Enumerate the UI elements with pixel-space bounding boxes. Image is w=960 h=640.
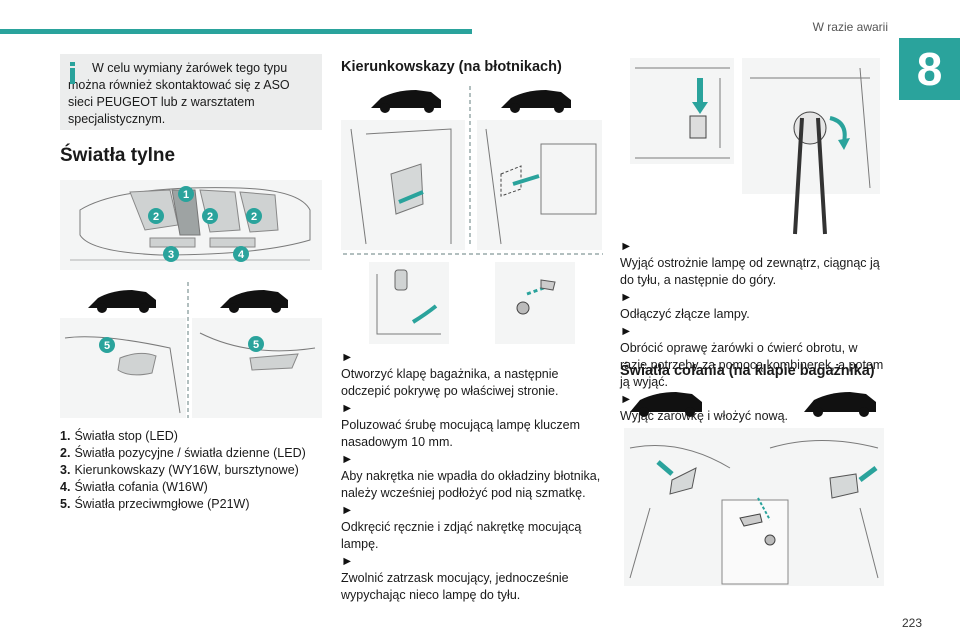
badge-2b: 2 bbox=[202, 208, 218, 224]
bulb-holder-illustration bbox=[630, 58, 880, 235]
svg-text:1: 1 bbox=[183, 189, 189, 201]
svg-text:2: 2 bbox=[153, 211, 159, 223]
car-silhouette-icon bbox=[88, 290, 156, 313]
header-accent-bar bbox=[0, 29, 472, 34]
badge-3: 3 bbox=[163, 246, 179, 262]
svg-text:3: 3 bbox=[168, 249, 174, 261]
step-text: ►Poluzować śrubę mocującą lampę kluczem … bbox=[341, 401, 580, 449]
indicator-steps: ►Otworzyć klapę bagażnika, a następnie o… bbox=[341, 349, 606, 604]
badge-2a: 2 bbox=[148, 208, 164, 224]
car-silhouette-icon bbox=[804, 392, 876, 417]
svg-text:2: 2 bbox=[251, 211, 257, 223]
badge-5a: 5 bbox=[99, 337, 115, 353]
badge-4: 4 bbox=[233, 246, 249, 262]
list-item: 4.Światła cofania (W16W) bbox=[60, 480, 208, 494]
car-silhouette-icon bbox=[630, 392, 702, 417]
svg-text:5: 5 bbox=[253, 339, 259, 351]
indicator-removal-illustration bbox=[341, 86, 603, 344]
car-silhouette-icon bbox=[501, 90, 571, 113]
indicators-title: Kierunkowskazy (na błotnikach) bbox=[341, 59, 562, 75]
chapter-tab: 8 bbox=[899, 38, 960, 100]
removal-steps: ►Wyjąć ostrożnie lampę od zewnątrz, ciąg… bbox=[620, 238, 888, 425]
step-text: ►Odłączyć złącze lampy. bbox=[620, 290, 750, 321]
info-box: W celu wymiany żarówek tego typu można r… bbox=[60, 54, 322, 130]
list-item: 5.Światła przeciwmgłowe (P21W) bbox=[60, 497, 250, 511]
step-text: ►Obrócić oprawę żarówki o ćwierć obrotu,… bbox=[620, 324, 884, 389]
badge-1: 1 bbox=[178, 186, 194, 202]
step-text: ►Aby nakrętka nie wpadła do okładziny bł… bbox=[341, 452, 601, 500]
list-item: 1.Światła stop (LED) bbox=[60, 429, 178, 443]
svg-text:4: 4 bbox=[238, 249, 245, 261]
section-title: W razie awarii bbox=[812, 20, 888, 34]
badge-5b: 5 bbox=[248, 336, 264, 352]
step-text: ►Wyjąć żarówkę i włożyć nową. bbox=[620, 392, 788, 423]
page-number: 223 bbox=[901, 616, 922, 630]
step-text: ►Zwolnić zatrzask mocujący, jednocześnie… bbox=[341, 554, 569, 602]
step-text: ►Wyjąć ostrożnie lampę od zewnątrz, ciąg… bbox=[620, 239, 880, 287]
rear-lights-illustration: 1 2 2 2 3 4 bbox=[60, 180, 322, 270]
step-text: ►Otworzyć klapę bagażnika, a następnie o… bbox=[341, 350, 559, 398]
info-box-text: W celu wymiany żarówek tego typu można r… bbox=[68, 61, 290, 126]
step-text: ►Odkręcić ręcznie i zdjąć nakrętkę mocuj… bbox=[341, 503, 582, 551]
info-icon bbox=[70, 62, 76, 84]
car-silhouette-icon bbox=[220, 290, 288, 313]
car-silhouette-icon bbox=[371, 90, 441, 113]
list-item: 3.Kierunkowskazy (WY16W, bursztynowe) bbox=[60, 463, 299, 477]
fog-lights-illustration: 5 5 bbox=[60, 282, 322, 418]
rear-lights-list: 1.Światła stop (LED) 2.Światła pozycyjne… bbox=[60, 428, 322, 513]
rear-lights-title: Światła tylne bbox=[60, 145, 176, 166]
reversing-light-illustration bbox=[624, 392, 884, 586]
svg-text:2: 2 bbox=[207, 211, 213, 223]
svg-text:5: 5 bbox=[104, 340, 110, 352]
list-item: 2.Światła pozycyjne / światła dzienne (L… bbox=[60, 446, 306, 460]
reversing-title: Światła cofania (na klapie bagażnika) bbox=[620, 363, 875, 379]
badge-2c: 2 bbox=[246, 208, 262, 224]
